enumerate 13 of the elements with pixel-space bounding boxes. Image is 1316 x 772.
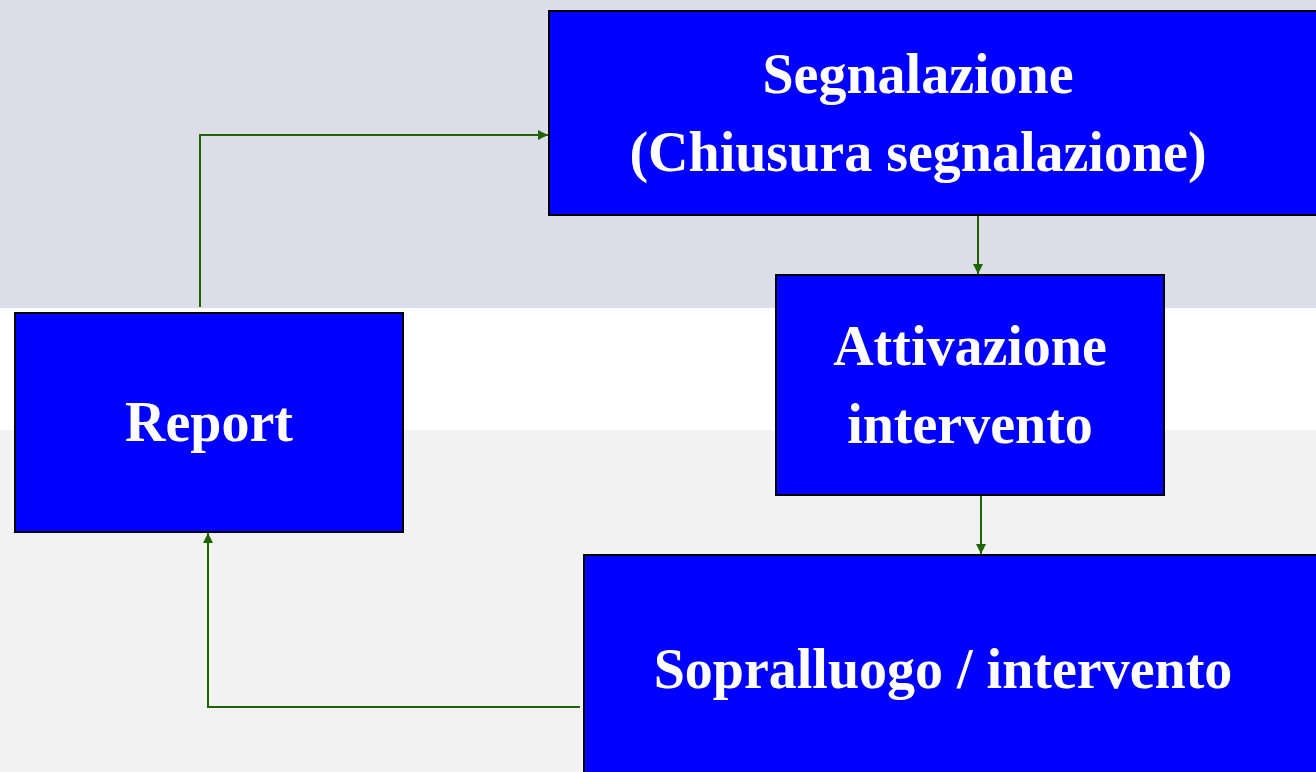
box-label: Report [125, 390, 293, 456]
box-label: Attivazione intervento [832, 313, 1108, 457]
process-box [775, 274, 1165, 496]
box-label: Sopralluogo / intervento [653, 636, 1233, 702]
arrow [199, 130, 549, 308]
arrow [976, 495, 986, 555]
process-box [14, 312, 404, 533]
process-box [548, 10, 1316, 216]
arrow [973, 215, 983, 275]
process-box [583, 554, 1316, 772]
arrow [203, 532, 581, 708]
box-label: (Chiusura segnalazione) [629, 120, 1207, 185]
box-label: Segnalazione [762, 41, 1074, 107]
